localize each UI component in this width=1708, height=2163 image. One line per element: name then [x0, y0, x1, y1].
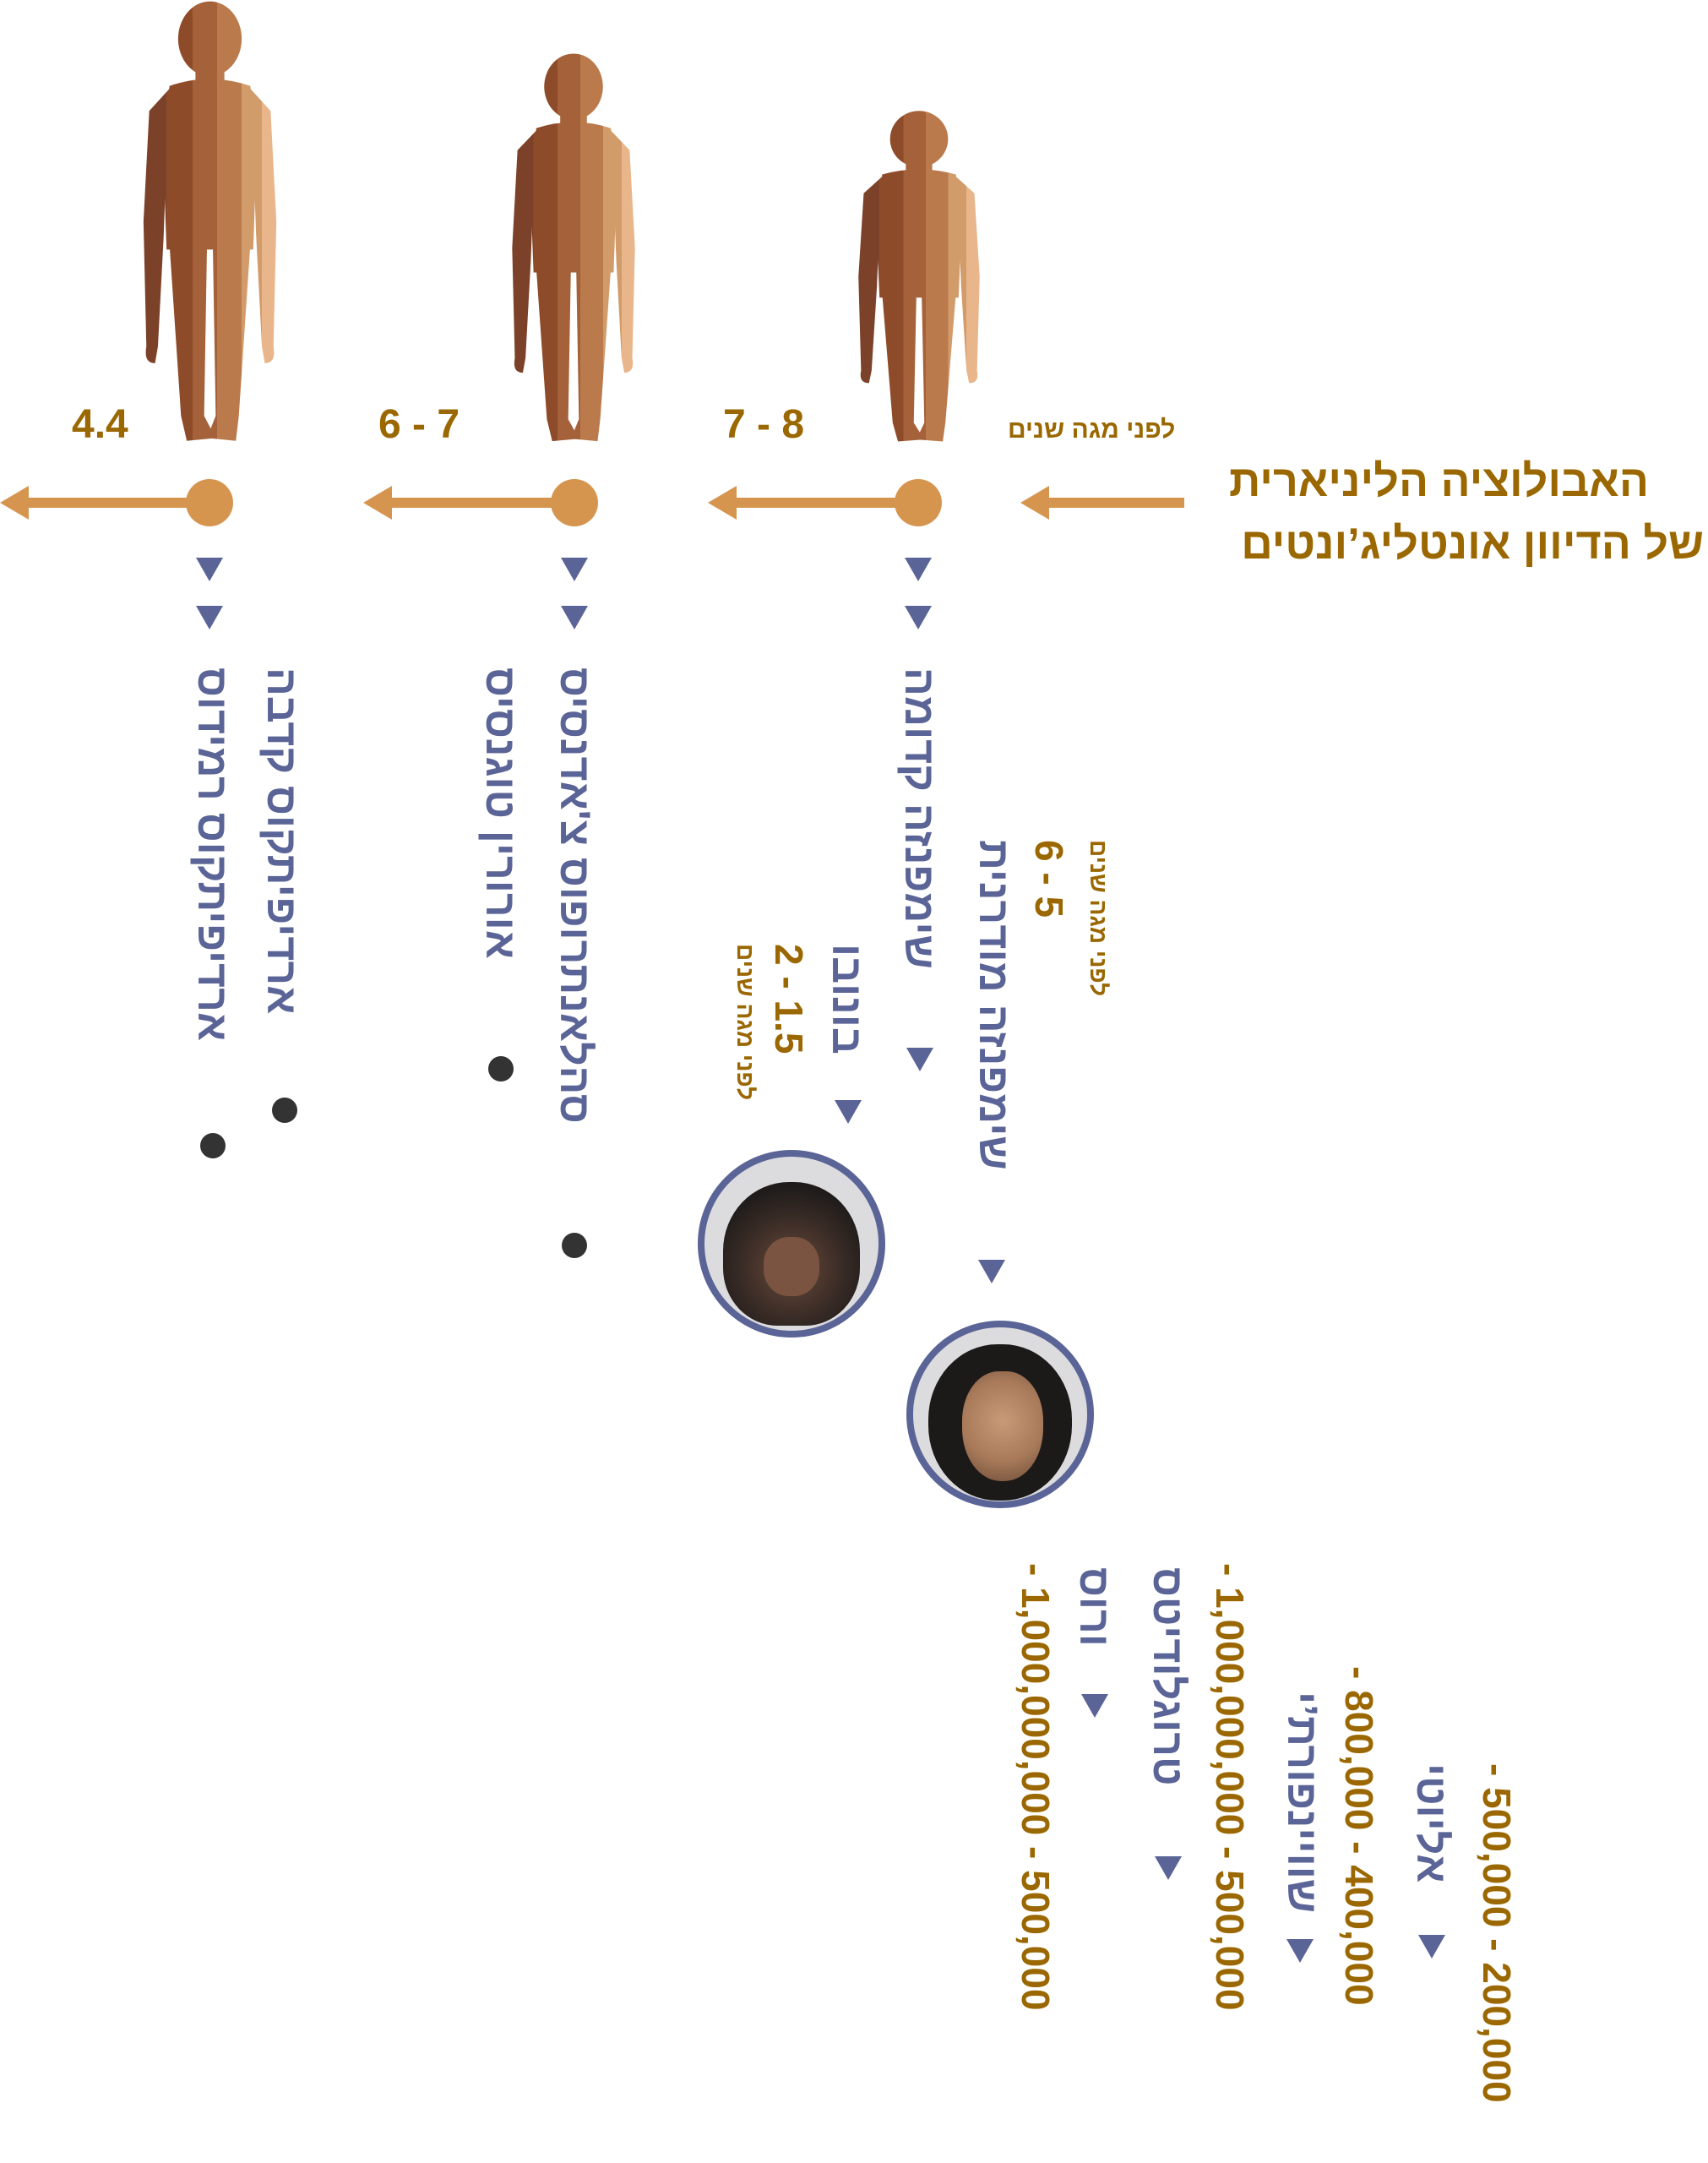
species-name: ארדיפיתקוס קדבה [258, 667, 306, 1015]
arrow-head-icon [0, 486, 29, 520]
modern-chimp-label: שימפנזה מודרנית [971, 840, 1018, 1170]
page-title-line1: האבולוציה הליניארית [1229, 457, 1649, 506]
bullet-dot [488, 1056, 514, 1082]
arrow-line [25, 498, 209, 508]
down-triangle-icon [561, 558, 588, 581]
subspecies-range: - 1,000,000,000 - 500,000 [1014, 1563, 1058, 2011]
arrow-head-icon [1020, 486, 1049, 520]
subspecies-name: טרוגלודיטס [1145, 1567, 1192, 1786]
bonobo-label: בונובו [824, 944, 871, 1054]
subspecies-range: - 800,000 - 400,000 [1337, 1666, 1381, 2006]
bullet-dot [200, 1133, 226, 1158]
subspecies-range: - 1,000,000,000 - 500,000 [1208, 1563, 1252, 2011]
down-triangle-icon [1081, 1694, 1108, 1718]
stage-age-label: 6 - 7 [378, 402, 460, 447]
ardipithecus-silhouette [138, 0, 282, 444]
ancestral-chimp-silhouette [853, 110, 985, 444]
timeline-node [186, 479, 233, 526]
timeline-node [895, 479, 942, 526]
page-title-line2: של הדיוון אונטליג’ונטים [1241, 520, 1704, 569]
modern-chimp-age-unit: לפני מגה שנים [1085, 840, 1112, 997]
modern-chimp-age: 6 - 5 [1027, 840, 1071, 918]
bullet-dot [562, 1233, 587, 1258]
timeline-node [551, 479, 598, 526]
arrow-head-icon [708, 486, 737, 520]
arrow-line [389, 498, 574, 508]
species-name: סהלאנתרופוס צ'אדנסיס [552, 667, 599, 1124]
chimpanzee-photo [906, 1321, 1094, 1508]
down-triangle-icon [905, 606, 932, 629]
sahelanthropus-silhouette [507, 52, 640, 444]
bonobo-age-unit: לפני מגה שנים [732, 944, 759, 1101]
bonobo-photo [698, 1150, 885, 1338]
down-triangle-icon [1155, 1856, 1182, 1880]
bullet-dot [272, 1098, 297, 1123]
down-triangle-icon [978, 1260, 1005, 1283]
down-triangle-icon [1286, 1939, 1314, 1963]
down-triangle-icon [905, 558, 932, 581]
bonobo-age: 2 - 1.5 [767, 944, 811, 1054]
ancestral-chimp-label: שימפנזה קדומה [896, 667, 944, 969]
down-triangle-icon [1418, 1935, 1445, 1959]
down-triangle-icon [196, 558, 223, 581]
arrow-line [732, 498, 918, 508]
unit-label: לפני מגה שנים [1008, 416, 1176, 444]
down-triangle-icon [835, 1100, 862, 1124]
species-name: אורורין טוגנסיס [477, 667, 525, 959]
stage-age-label: 7 - 8 [723, 402, 805, 447]
down-triangle-icon [561, 606, 588, 629]
down-triangle-icon [196, 606, 223, 629]
subspecies-range: - 500,000 - 200,000 [1475, 1763, 1519, 2103]
subspecies-name: ורוס [1071, 1567, 1118, 1647]
subspecies-name: שוויינפורת’י [1279, 1692, 1326, 1914]
down-triangle-icon [906, 1048, 933, 1071]
species-name: ארדיפיתקוס רמידוס [189, 667, 237, 1042]
stage-age-label: 4.4 [72, 402, 128, 447]
subspecies-name: אליוטי [1408, 1763, 1455, 1883]
arrow-line [1047, 498, 1184, 508]
arrow-head-icon [363, 486, 392, 520]
